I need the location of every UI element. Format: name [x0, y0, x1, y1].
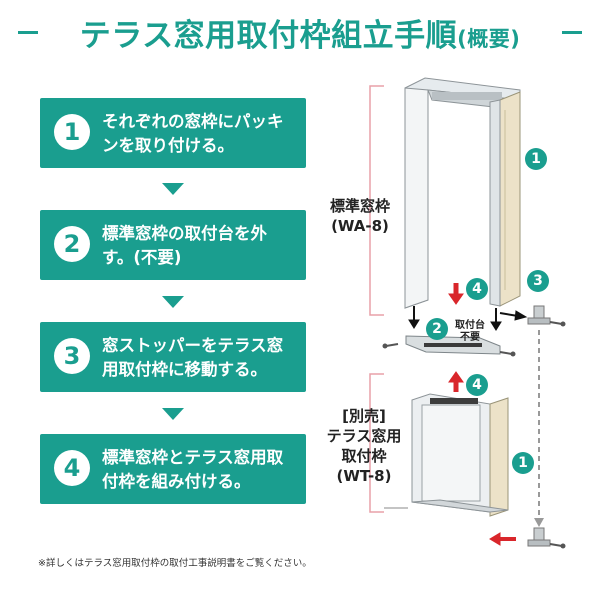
standard-frame-label: 標準窓枠	[329, 197, 390, 215]
down-arrow-2	[162, 296, 184, 308]
step-3-number: 3	[54, 338, 90, 374]
title-paren: (概要)	[457, 27, 521, 51]
badge-1-bottom: 1	[512, 452, 534, 474]
mount-arrows	[408, 306, 502, 331]
step-2-text: 標準窓枠の取付台を外す。(不要)	[102, 224, 267, 267]
window-stopper-top	[527, 305, 566, 327]
step-1-number: 1	[54, 114, 90, 150]
step-2-number: 2	[54, 226, 90, 262]
mount-label-2: 不要	[460, 332, 480, 343]
standard-frame-label-block: 標準窓枠 (WA-8)	[318, 196, 402, 236]
terrace-frame-label-2: 取付枠	[341, 447, 387, 465]
badge-3: 3	[527, 270, 549, 292]
step-2: 2 標準窓枠の取付台を外す。(不要)	[40, 210, 306, 280]
terrace-window-frame	[384, 393, 509, 517]
step-4-number: 4	[54, 450, 90, 486]
badge-1-top: 1	[525, 148, 547, 170]
standard-frame-model: (WA-8)	[331, 217, 389, 235]
terrace-frame-label-block: [別売] テラス窓用 取付枠 (WT-8)	[316, 406, 412, 486]
terrace-frame-bracket	[369, 373, 384, 513]
step-4-text: 標準窓枠とテラス窓用取付枠を組み付ける。	[102, 448, 284, 491]
down-arrow-1	[162, 183, 184, 195]
mount-label-block: 取付台 不要	[447, 320, 493, 344]
step-4: 4 標準窓枠とテラス窓用取付枠を組み付ける。	[40, 434, 306, 504]
step-1: 1 それぞれの窓枠にパッキンを取り付ける。	[40, 98, 306, 168]
mount-base	[382, 335, 516, 357]
page-title: テラス窓用取付枠組立手順(概要)	[0, 10, 600, 54]
terrace-frame-label-1: テラス窓用	[326, 427, 402, 445]
badge-4-top: 4	[466, 278, 488, 300]
title-dash-right	[562, 31, 582, 34]
title-main: テラス窓用取付枠組立手順	[79, 18, 458, 54]
standard-window-frame	[404, 77, 521, 309]
terrace-frame-model: (WT-8)	[336, 467, 392, 485]
step-3: 3 窓ストッパーをテラス窓用取付枠に移動する。	[40, 322, 306, 392]
red-arrows	[448, 283, 516, 546]
step-1-text: それぞれの窓枠にパッキンを取り付ける。	[102, 112, 284, 155]
step-3-text: 窓ストッパーをテラス窓用取付枠に移動する。	[102, 336, 284, 379]
stopper-dashed-arrowhead	[534, 518, 544, 527]
title-text: テラス窓用取付枠組立手順(概要)	[44, 10, 556, 55]
mount-label-1: 取付台	[455, 320, 485, 331]
down-arrow-3	[162, 408, 184, 420]
window-stopper-bottom	[527, 527, 566, 549]
terrace-frame-tag: [別売]	[342, 407, 386, 425]
badge-4-bottom: 4	[466, 374, 488, 396]
footnote: ※詳しくはテラス窓用取付枠の取付工事説明書をご覧ください。	[38, 558, 312, 569]
standard-frame-bracket	[369, 85, 384, 316]
title-dash-left	[18, 31, 38, 34]
stopper-arrow	[499, 310, 528, 321]
badge-2: 2	[426, 318, 448, 340]
